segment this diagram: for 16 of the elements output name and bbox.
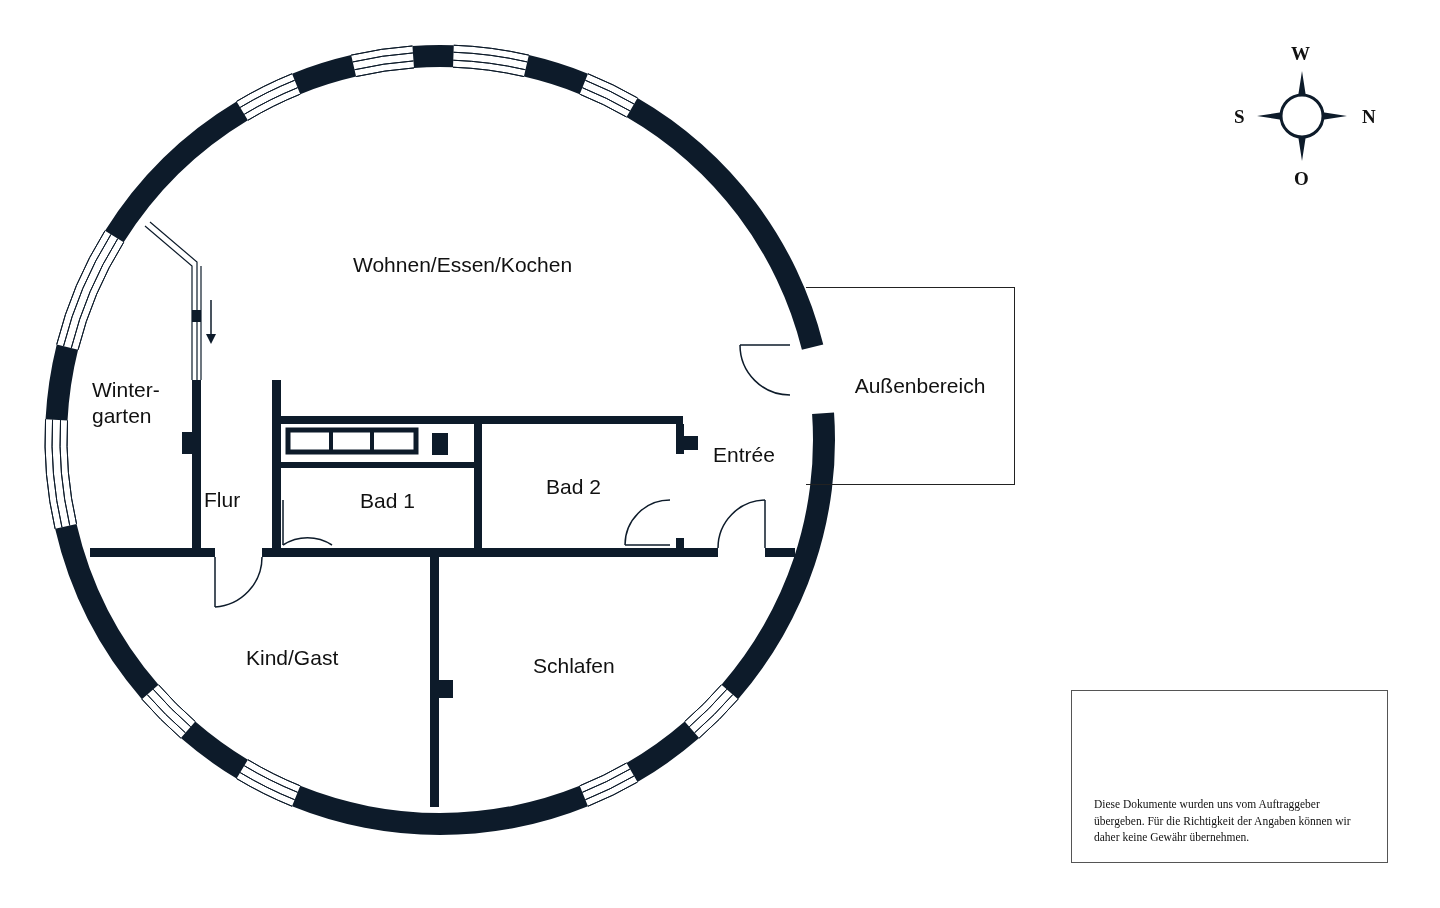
room-label: Bad 2 xyxy=(546,474,601,500)
disclaimer-panel xyxy=(1071,690,1388,863)
compass-letter: W xyxy=(1291,42,1310,66)
room-label: Kind/Gast xyxy=(246,645,339,671)
disclaimer-text: Diese Dokumente wurden uns vom Auftraggeber übergeben. Für die Richtigkeit der Angaben können wir daher keine Gewähr übernehmen. xyxy=(1094,797,1352,846)
compass-letter: N xyxy=(1362,105,1376,129)
room-label: Schlafen xyxy=(533,653,615,679)
room-label: Entrée xyxy=(713,442,775,468)
outdoor-area xyxy=(806,287,1015,485)
room-label: Winter-garten xyxy=(92,377,161,430)
room-label: Flur xyxy=(204,487,241,513)
room-label: Wohnen/Essen/Kochen xyxy=(353,252,573,278)
room-label: Außenbereich xyxy=(854,372,986,399)
compass-letter: S xyxy=(1234,105,1245,129)
room-label: Bad 1 xyxy=(360,488,415,514)
compass-letter: O xyxy=(1294,167,1309,191)
